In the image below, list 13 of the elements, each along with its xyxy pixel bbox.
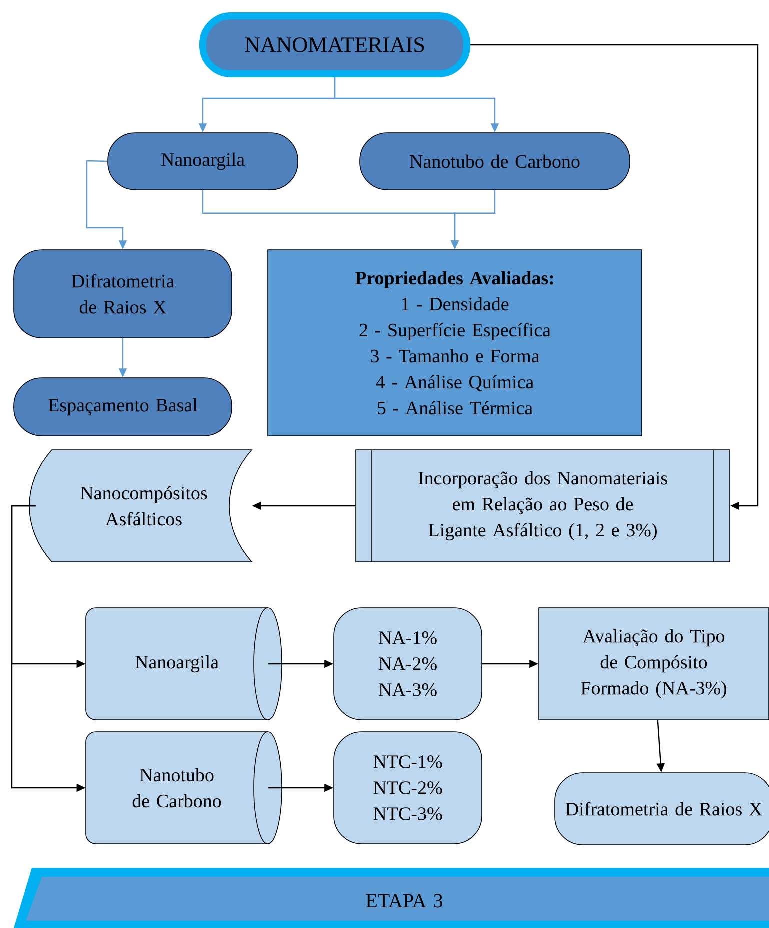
process-box: Propriedades Avaliadas: 1 - Densidade 2 - Superfície Específica 3 - Tamanho e Forma 4 - Análise Química 5 - Análise Térmica <box>268 250 642 436</box>
predefined-process-box: Incorporação dos Nanomateriais em Relação ao Peso de Ligante Asfáltico (1, 2 e 3%) <box>356 450 730 562</box>
terminal-box: Difratometria de Raios X <box>14 250 232 338</box>
terminal-box: NA-1% NA-2% NA-3% <box>334 608 482 720</box>
terminal-box: NTC-1% NTC-2% NTC-3% <box>334 732 482 844</box>
arrow <box>470 44 759 510</box>
terminal-box: Nanoargila <box>108 132 298 190</box>
terminal-box: Difratometria de Raios X <box>554 772 769 846</box>
terminal-box: Nanotubo de Carbono <box>360 132 630 190</box>
process-box: Avaliação do Tipo de Compósito Formado (NA-3%) <box>538 608 769 720</box>
start-terminal: NANOMATERIAIS <box>200 12 470 78</box>
terminal-box: Espaçamento Basal <box>14 378 232 436</box>
stage-banner: ETAPA 3 <box>14 868 769 928</box>
